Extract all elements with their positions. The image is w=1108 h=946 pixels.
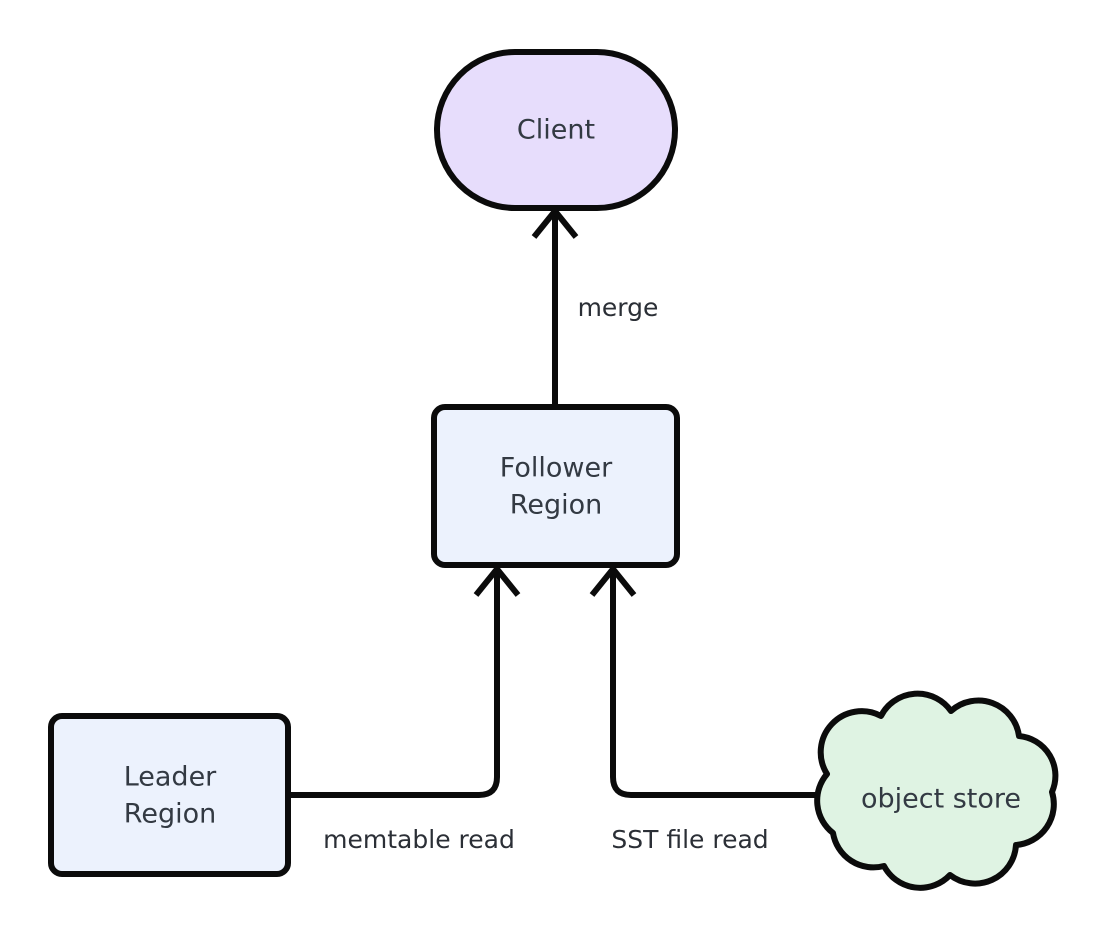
leader-region-shape (48, 713, 291, 877)
follower-region-label-line2: Region (510, 490, 602, 521)
follower-region-shape (431, 404, 680, 568)
object-store-cloud-shape (814, 690, 1059, 891)
node-object-store[interactable]: object store (814, 690, 1059, 891)
edge-label-merge-backdrop (566, 288, 670, 326)
node-leader-region[interactable]: Leader Region (48, 713, 291, 877)
node-client[interactable]: Client (434, 49, 678, 211)
edge-label-memtable-read-group: memtable read (312, 821, 526, 859)
client-label: Client (517, 115, 595, 146)
edge-line-sst-file-read (610, 573, 818, 798)
edge-label-merge-group: merge (566, 288, 670, 326)
arrowhead-sst-file-read-icon (589, 564, 637, 597)
edge-line-memtable-read (288, 573, 500, 798)
object-store-label: object store (861, 784, 1021, 815)
follower-region-label-line1: Follower (500, 453, 613, 484)
node-follower-region[interactable]: Follower Region (431, 404, 680, 568)
edge-leader-to-follower[interactable] (288, 564, 521, 798)
edge-label-sst-file-read: SST file read (611, 825, 768, 854)
leader-region-label-line1: Leader (124, 762, 217, 793)
arrowhead-memtable-read-icon (473, 564, 521, 597)
edge-label-sst-file-read-backdrop (600, 821, 780, 859)
edge-objectstore-to-follower[interactable] (589, 564, 818, 798)
edge-label-merge: merge (578, 293, 659, 322)
edge-label-memtable-read-backdrop (312, 821, 526, 859)
edge-label-sst-file-read-group: SST file read (600, 821, 780, 859)
leader-region-label-line2: Region (124, 799, 216, 830)
edge-label-memtable-read: memtable read (323, 825, 515, 854)
client-shape (434, 49, 678, 211)
